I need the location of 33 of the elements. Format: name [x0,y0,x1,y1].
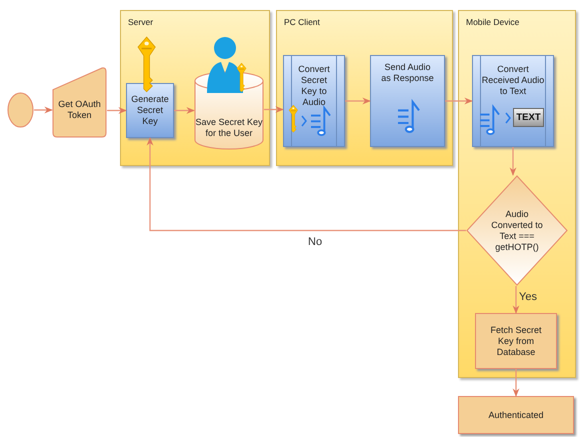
arrow [512,286,520,314]
swimlane-container [458,10,576,378]
process-box [283,55,345,147]
arrow [510,147,516,176]
node-label: Get OAuth Token [57,98,102,120]
swimlane-container [120,10,270,166]
swimlane-container [276,10,453,166]
arrow [345,98,371,104]
edge-label: Yes [519,290,537,302]
arrow [107,107,127,114]
node-label: Send Audio as Response [380,62,435,84]
arrow [34,106,53,114]
lane-title: Server [128,16,154,28]
node-label: Audio Converted to Text === getHOTP() [490,208,544,252]
arrow [174,107,195,114]
process-box [472,55,554,147]
node-label: Authenticated [487,410,545,420]
node-label: Fetch Secret Key from Database [489,324,543,358]
arrow [264,106,284,113]
node-label: Save Secret Key for the User [194,116,264,138]
lane-title: PC Client [284,16,320,28]
lane-title: Mobile Device [466,16,520,28]
node-label: Generate Secret Key [130,94,170,127]
process-box [458,396,574,434]
arrow [445,98,473,104]
process-box [475,313,557,369]
text-sign: TEXT [513,108,544,127]
process-box [370,55,445,147]
arrow [512,369,520,397]
node-label: Convert Secret Key to Audio [297,64,331,108]
arrow [146,137,466,232]
node-label: Convert Received Audio to Text [480,64,546,97]
edge-label: No [308,236,322,248]
